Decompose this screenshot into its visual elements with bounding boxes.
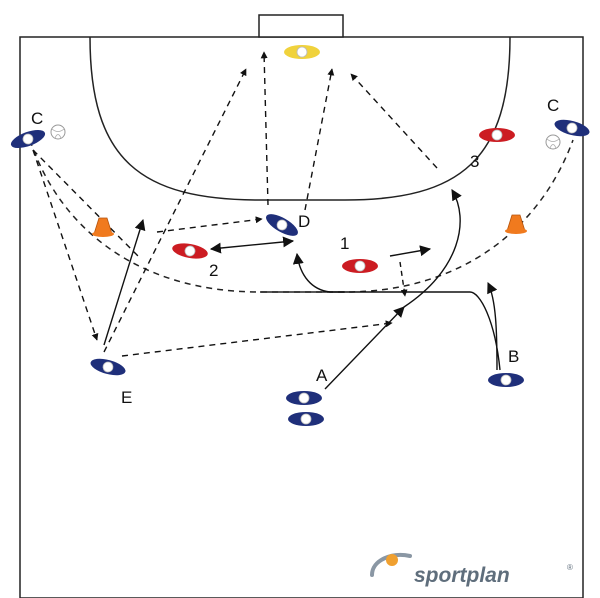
sportplan-brand-text: sportplan [414,564,510,587]
attacker-d-label: D [298,212,310,231]
sportplan-watermark: sportplan ® [370,553,573,587]
attacker-e [90,358,126,376]
attacker-c-left [10,129,46,149]
arrow-left-to-d [156,216,263,233]
goalkeeper [284,45,320,59]
attacker-a [286,391,322,405]
arrow-a-run [324,306,405,390]
arrow-c-left-dashed [32,149,141,259]
goal-area-line [89,36,511,201]
arrow-b-curve-up [487,282,498,371]
ball-right [545,134,561,150]
ball-left [50,124,66,140]
movement-arrows [32,51,438,357]
sportplan-logo-icon [370,553,412,577]
arrow-b-curve-to-d [292,252,501,371]
arrow-e-to-goal [103,68,247,353]
run-arrows [103,189,501,390]
defender-3-label: 3 [470,152,479,171]
attacker-b-label: B [508,347,519,366]
arrow-e-to-a [121,320,393,357]
registered-mark: ® [567,563,573,572]
arrow-d-to-goal-2 [304,68,335,211]
attacker-b [488,373,524,387]
arrow-2-d-double [209,236,295,254]
arrow-1-right [389,245,432,257]
cone-left [92,217,114,237]
free-throw-line [29,139,574,293]
arrow-e-run-up [103,218,146,346]
cone-right [505,214,527,234]
attacker-d [266,214,298,236]
attacker-a-label: A [316,366,328,385]
arrow-3-to-goal [350,73,438,169]
defender-3 [479,128,515,142]
attacker-c-left-label: C [31,109,43,128]
arrow-1-short-down [399,261,408,297]
defender-2-label: 2 [209,261,218,280]
goal [258,14,344,38]
defender-1 [342,259,378,273]
arrow-c-left-to-e [32,149,99,341]
defender-2 [172,243,208,259]
attacker-e-label: E [121,388,132,407]
arrow-a-curve-to-3 [403,189,462,308]
attacker-c-right [554,119,590,137]
attacker-c-right-label: C [547,96,559,115]
arrow-d-to-goal-1 [260,51,269,206]
defender-1-label: 1 [340,234,349,253]
attacker-a-queue [288,412,324,426]
